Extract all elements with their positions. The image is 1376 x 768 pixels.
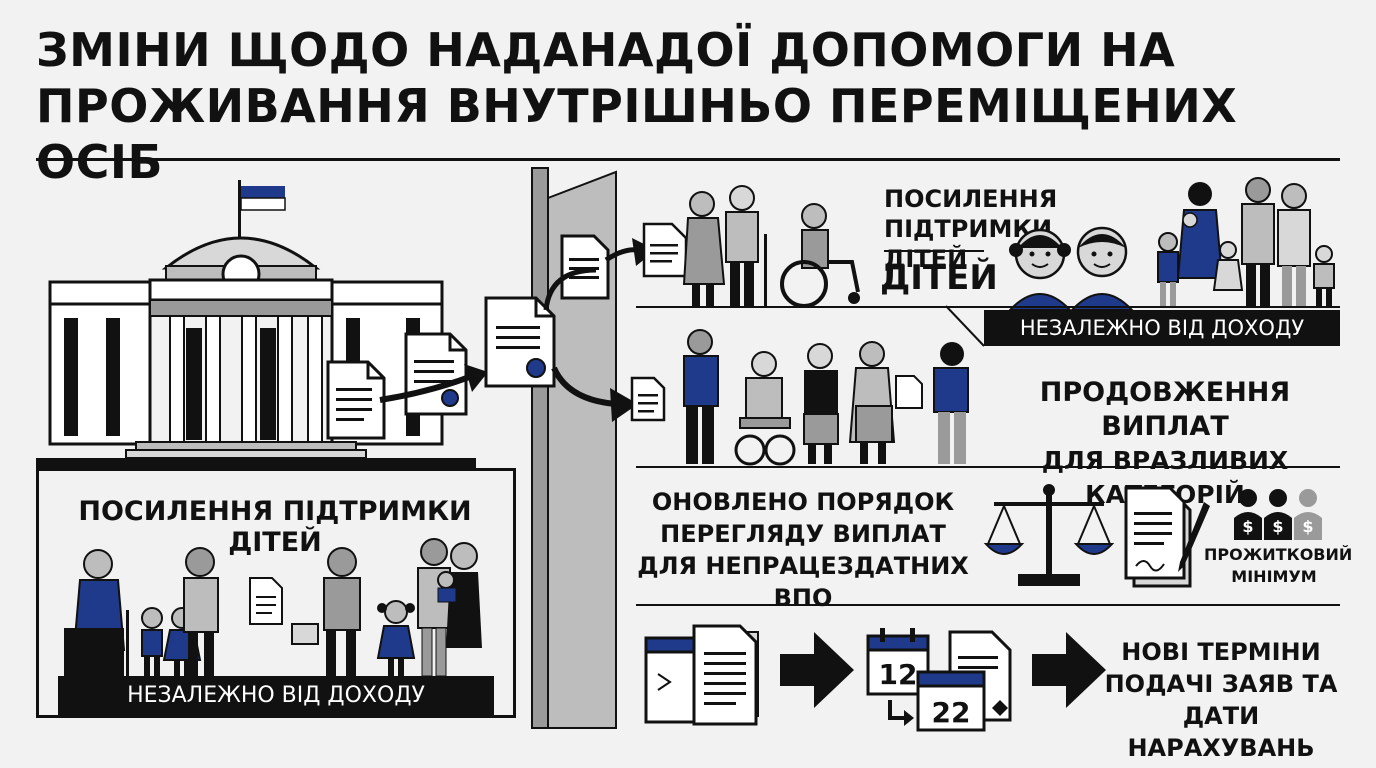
calendar-1-date: 12 bbox=[879, 658, 918, 691]
row3-min-line1: ПРОЖИТКОВИЙ bbox=[1204, 545, 1353, 564]
family-icon bbox=[64, 538, 482, 677]
row3-line3: ДЛЯ НЕПРАЦЕЗДАТНИХ ВПО bbox=[637, 552, 969, 612]
dollar-sign-1: $ bbox=[1242, 517, 1253, 536]
row2-bottom-rule bbox=[636, 466, 1340, 468]
diamond-icon bbox=[992, 700, 1008, 716]
family-icon bbox=[1157, 177, 1335, 308]
row1-bottom-rule bbox=[636, 306, 1340, 308]
left-panel-income-bar: НЕЗАЛЕЖНО ВІД ДОХОДУ bbox=[58, 676, 494, 716]
row1-heading-line2: ДІТЕЙ bbox=[884, 245, 968, 273]
dollar-sign-2: $ bbox=[1272, 517, 1283, 536]
dollar-sign-3: $ bbox=[1302, 517, 1313, 536]
row4-line3: ДАТИ НАРАХУВАНЬ bbox=[1127, 702, 1315, 762]
title-line-1: ЗМІНИ ЩОДО НАДАНАДОЇ ДОПОМОГИ НА bbox=[36, 23, 1176, 77]
row1-big-label: ДІТЕЙ bbox=[880, 258, 998, 298]
row2-line1: ПРОДОВЖЕННЯ ВИПЛАТ bbox=[1039, 377, 1291, 442]
row1-heading-rule bbox=[884, 250, 984, 252]
document-icon bbox=[484, 296, 556, 388]
elderly-couple-icon bbox=[682, 185, 767, 306]
computer-document-icon bbox=[644, 624, 759, 726]
left-panel-heading: ПОСИЛЕННЯ ПІДТРИМКИ ДІТЕЙ bbox=[78, 496, 472, 558]
row3-heading: ОНОВЛЕНО ПОРЯДОК ПЕРЕГЛЯДУ ВИПЛАТ ДЛЯ НЕ… bbox=[630, 486, 976, 614]
document-icon bbox=[630, 376, 666, 422]
children-icon bbox=[1007, 226, 1135, 311]
calendar-2-date: 22 bbox=[932, 696, 971, 729]
title-divider bbox=[36, 158, 1340, 161]
row3-line1: ОНОВЛЕНО ПОРЯДОК bbox=[651, 488, 955, 516]
arrow-icon bbox=[780, 632, 854, 708]
money-people-icon: $ $ $ bbox=[1234, 489, 1322, 540]
row1-bar-slant bbox=[945, 305, 985, 347]
calendar-icon: 12 22 bbox=[866, 628, 1012, 732]
row4-heading: НОВІ ТЕРМІНИ ПОДАЧІ ЗАЯВ ТА ДАТИ НАРАХУВ… bbox=[1098, 636, 1344, 764]
row3-min-line2: МІНІМУМ bbox=[1231, 567, 1317, 586]
people-queue-icon bbox=[683, 329, 969, 466]
row4-line1: НОВІ ТЕРМІНИ bbox=[1121, 638, 1321, 666]
arrow-icon bbox=[551, 366, 638, 422]
document-icon bbox=[326, 360, 386, 440]
row2-heading: ПРОДОВЖЕННЯ ВИПЛАТ ДЛЯ ВРАЗЛИВИХ КАТЕГОР… bbox=[990, 376, 1340, 512]
row3-bottom-rule bbox=[636, 604, 1340, 606]
page-title: ЗМІНИ ЩОДО НАДАНАДОЇ ДОПОМОГИ НА ПРОЖИВА… bbox=[36, 22, 1356, 190]
row3-minimum-label: ПРОЖИТКОВИЙ МІНІМУМ bbox=[1204, 544, 1353, 588]
title-line-2: ПРОЖИВАННЯ ВНУТРІШНЬО ПЕРЕМІЩЕНИХ ОСІБ bbox=[36, 79, 1238, 189]
row3-line2: ПЕРЕГЛЯДУ ВИПЛАТ bbox=[660, 520, 946, 548]
flag-icon bbox=[241, 186, 285, 198]
arrow-icon bbox=[379, 364, 488, 403]
arrow-icon bbox=[1032, 632, 1106, 708]
contract-pen-icon bbox=[1124, 486, 1210, 588]
wheelchair-icon bbox=[780, 203, 860, 308]
parliament-building-icon bbox=[36, 180, 476, 468]
row4-line2: ПОДАЧІ ЗАЯВ ТА bbox=[1104, 670, 1338, 698]
row1-income-bar: НЕЗАЛЕЖНО ВІД ДОХОДУ bbox=[984, 310, 1340, 346]
flag-pole bbox=[238, 180, 241, 250]
scales-icon bbox=[983, 484, 1115, 586]
